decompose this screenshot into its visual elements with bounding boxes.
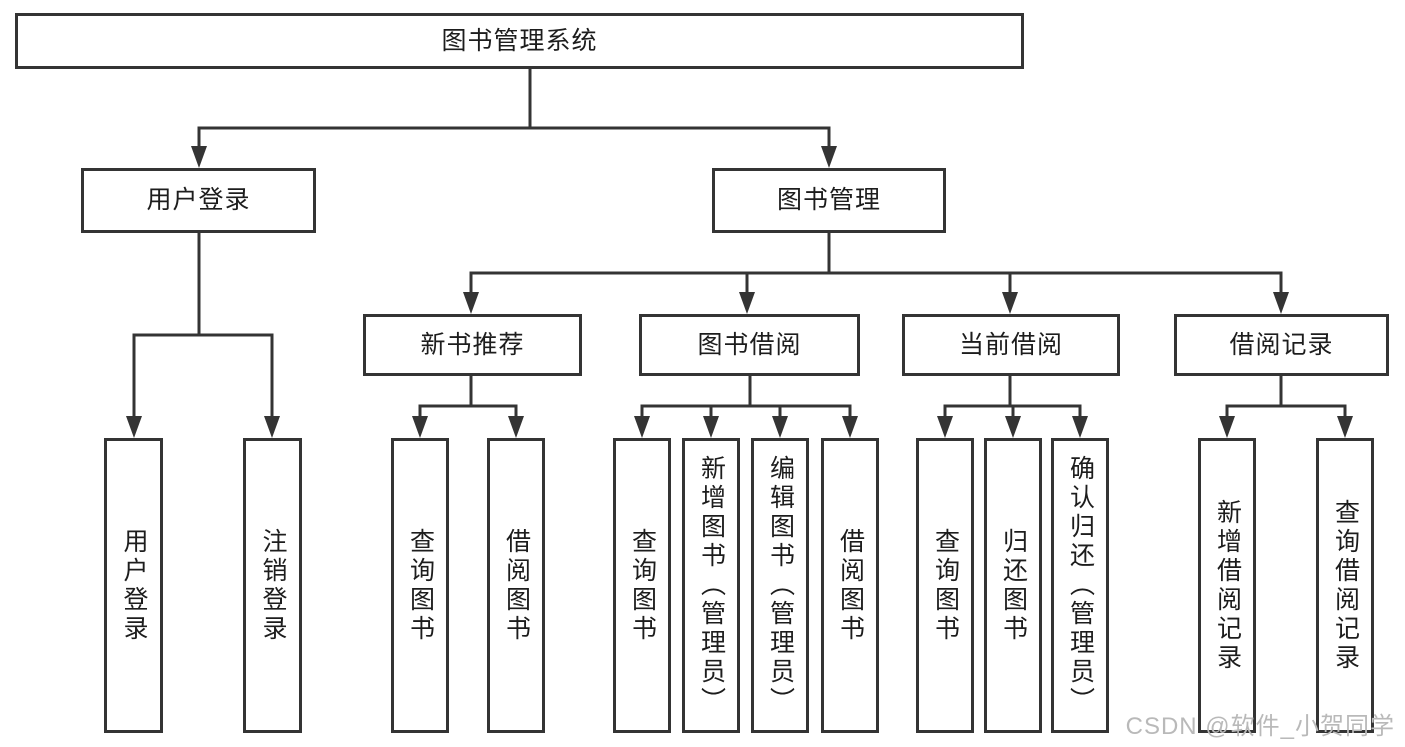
node-label: 确认归还（管理员） <box>1066 455 1095 716</box>
node-borrowing-records: 借阅记录 <box>1174 314 1389 376</box>
leaf-records-add-record: 新增借阅记录 <box>1198 438 1256 733</box>
node-user-login: 用户登录 <box>81 168 316 233</box>
node-new-book-recommend: 新书推荐 <box>363 314 582 376</box>
node-label: 新书推荐 <box>420 330 525 359</box>
node-label: 查询图书 <box>406 527 435 644</box>
node-label: 注销登录 <box>259 527 287 644</box>
node-label: 图书管理 <box>776 186 881 214</box>
node-label: 新增图书（管理员） <box>697 455 726 716</box>
leaf-borrowing-add-books-admin: 新增图书（管理员） <box>682 438 740 733</box>
node-label: 查询借阅记录 <box>1331 498 1360 673</box>
node-label: 新增借阅记录 <box>1213 498 1242 673</box>
leaf-newbook-query-books: 查询图书 <box>391 438 449 733</box>
csdn-watermark: CSDN @软件_小贺同学 <box>1125 713 1395 740</box>
node-label: 用户登录 <box>120 527 148 644</box>
node-label: 归还图书 <box>999 527 1028 644</box>
node-label: 编辑图书（管理员） <box>766 455 795 716</box>
node-book-management: 图书管理 <box>712 168 946 233</box>
node-book-borrowing: 图书借阅 <box>639 314 860 376</box>
node-label: 查询图书 <box>628 527 657 644</box>
leaf-current-return-books: 归还图书 <box>984 438 1042 733</box>
leaf-logout: 注销登录 <box>243 438 302 733</box>
node-label: 当前借阅 <box>958 330 1063 359</box>
leaf-newbook-borrow-books: 借阅图书 <box>487 438 545 733</box>
node-label: 用户登录 <box>146 186 251 214</box>
node-label: 借阅图书 <box>502 527 531 644</box>
node-label: 图书借阅 <box>697 330 802 359</box>
arrowheads <box>126 146 1353 438</box>
node-label: 借阅记录 <box>1229 330 1334 359</box>
node-label: 查询图书 <box>931 527 960 644</box>
node-current-borrowing: 当前借阅 <box>902 314 1120 376</box>
node-label: 借阅图书 <box>836 527 865 644</box>
leaf-borrowing-borrow-books: 借阅图书 <box>821 438 879 733</box>
node-library-system: 图书管理系统 <box>15 13 1024 69</box>
leaf-user-login: 用户登录 <box>104 438 163 733</box>
leaf-borrowing-edit-books-admin: 编辑图书（管理员） <box>751 438 809 733</box>
leaf-records-query-record: 查询借阅记录 <box>1316 438 1374 733</box>
node-label: 图书管理系统 <box>441 26 598 55</box>
leaf-current-query-books: 查询图书 <box>916 438 974 733</box>
connector-lines <box>132 69 1347 420</box>
leaf-borrowing-query-books: 查询图书 <box>613 438 671 733</box>
leaf-current-confirm-return-admin: 确认归还（管理员） <box>1051 438 1109 733</box>
